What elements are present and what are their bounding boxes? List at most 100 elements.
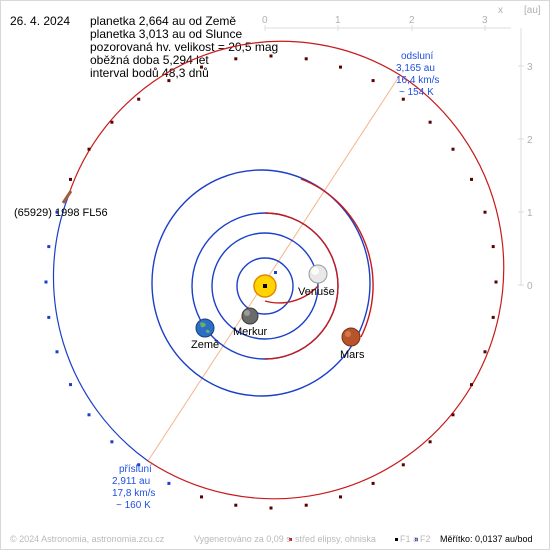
orbit-position-dot (55, 210, 59, 214)
legend-f1-label: F1 a (400, 534, 419, 544)
perihelion-distance: 2,911 au (112, 476, 150, 487)
orbit-position-dot (167, 481, 171, 485)
x-tick-label: 3 (482, 15, 488, 26)
orbit-position-dot (110, 440, 114, 444)
orbit-position-dot (44, 280, 48, 284)
perihelion-speed: 17,8 km/s (112, 488, 155, 499)
asteroid-position-dots (44, 54, 498, 510)
x-tick-label: 2 (409, 15, 415, 26)
y-tick-label: 1 (527, 208, 533, 219)
venus (308, 264, 328, 284)
aphelion-title: odsluní (401, 51, 433, 62)
asteroid-marker (61, 190, 73, 204)
orbit-position-dot (401, 97, 405, 101)
y-tick-label: 0 (527, 281, 533, 292)
mercury-highlight (244, 310, 250, 316)
y-tick-label: 3 (527, 62, 533, 73)
orbit-position-dot (269, 54, 273, 58)
earth-icon (195, 318, 215, 338)
orbit-position-dot (234, 503, 238, 507)
sun-focus-marker (263, 284, 267, 288)
interval-label: interval bodů 48,3 dnů (90, 66, 209, 80)
orbit-center-marker (274, 271, 277, 274)
orbit-position-dot (451, 413, 455, 417)
apsides-line (147, 74, 401, 462)
sun (253, 271, 277, 298)
orbit-position-dot (483, 350, 487, 354)
x-tick-label: 1 (335, 15, 341, 26)
sun-distance-label: planetka 3,013 au od Slunce (90, 27, 243, 41)
orbit-position-dot (234, 57, 238, 61)
venus-label: Venuše (298, 286, 335, 298)
mars-icon (341, 327, 361, 347)
orbit-position-dot (200, 65, 203, 69)
orbit-position-dot (69, 383, 72, 387)
perihelion-temperature: ~ 160 K (116, 500, 151, 511)
unit-label: [au] (524, 5, 541, 16)
orbit-position-dot (47, 315, 51, 319)
venus-icon (308, 264, 328, 284)
mercury-icon (241, 307, 259, 325)
planet-orbits (151, 169, 374, 397)
aphelion-distance: 3,165 au (396, 63, 435, 74)
mercury-label: Merkur (233, 326, 268, 338)
scale-label: Měřítko: 0,0137 au/bod (440, 534, 533, 544)
earth-distance-label: planetka 2,664 au od Země (90, 14, 237, 28)
orbit-position-dot (110, 120, 114, 124)
orbit-position-dot (428, 120, 432, 124)
x-axis-title: x (498, 5, 503, 16)
generated-label: Vygenerováno za 0,09 s (194, 534, 291, 544)
legend-f1-marker (395, 538, 398, 541)
orbit-position-dot (339, 65, 342, 69)
aphelion-temperature: ~ 154 K (399, 87, 434, 98)
legend-center-marker (289, 538, 292, 541)
mercury-orbit (236, 257, 294, 315)
axes (264, 25, 524, 286)
asteroid-orbit-arc-red (67, 40, 505, 500)
orbit-position-dot (371, 481, 375, 485)
earth-label: Země (191, 339, 219, 351)
asteroid-orbit (52, 40, 505, 500)
orbit-position-dot (491, 245, 495, 249)
orbit-position-dot (137, 97, 141, 101)
copyright-label: © 2024 Astronomia, astronomia.zcu.cz (10, 534, 165, 544)
orbit-position-dot (304, 503, 308, 507)
asteroid-label: (65929) 1998 FL56 (14, 207, 108, 219)
orbit-position-dot (87, 413, 91, 417)
mars-highlight (345, 331, 351, 337)
orbit-position-dot (55, 350, 59, 354)
mars-orbit (151, 169, 371, 397)
orbit-position-dot (470, 383, 473, 387)
x-tick-label: 0 (262, 15, 268, 26)
orbit-position-dot (137, 463, 141, 467)
orbit-position-dot (47, 245, 51, 249)
venus-orbit-red-arc (264, 285, 319, 304)
aphelion-speed: 16,4 km/s (396, 75, 439, 86)
orbit-position-dot (87, 147, 91, 151)
mars-label: Mars (340, 349, 365, 361)
legend-f2-label: F2 (420, 534, 431, 544)
legend-center-label: střed elipsy, ohniska (295, 534, 376, 544)
earth-orbit-red-arc (264, 212, 339, 360)
date-label: 26. 4. 2024 (10, 14, 71, 28)
orbit-position-dot (483, 210, 487, 214)
orbit-position-dot (269, 506, 273, 510)
orbit-position-dot (428, 440, 432, 444)
magnitude-label: pozorovaná hv. velikost = 20,5 mag (90, 40, 279, 54)
orbit-position-dot (451, 147, 455, 151)
orbit-position-dot (200, 495, 203, 499)
y-tick-label: 2 (527, 135, 533, 146)
orbit-position-dot (304, 57, 308, 61)
orbit-position-dot (494, 280, 498, 284)
period-label: oběžná doba 5,294 let (90, 53, 209, 67)
venus-highlight (311, 267, 319, 275)
orbit-position-dot (69, 177, 72, 181)
orbit-position-dot (401, 463, 405, 467)
orbit-position-dot (491, 315, 495, 319)
earth-land (200, 322, 210, 333)
mercury (241, 307, 259, 325)
orbit-position-dot (167, 79, 171, 83)
orbit-position-dot (371, 79, 375, 83)
